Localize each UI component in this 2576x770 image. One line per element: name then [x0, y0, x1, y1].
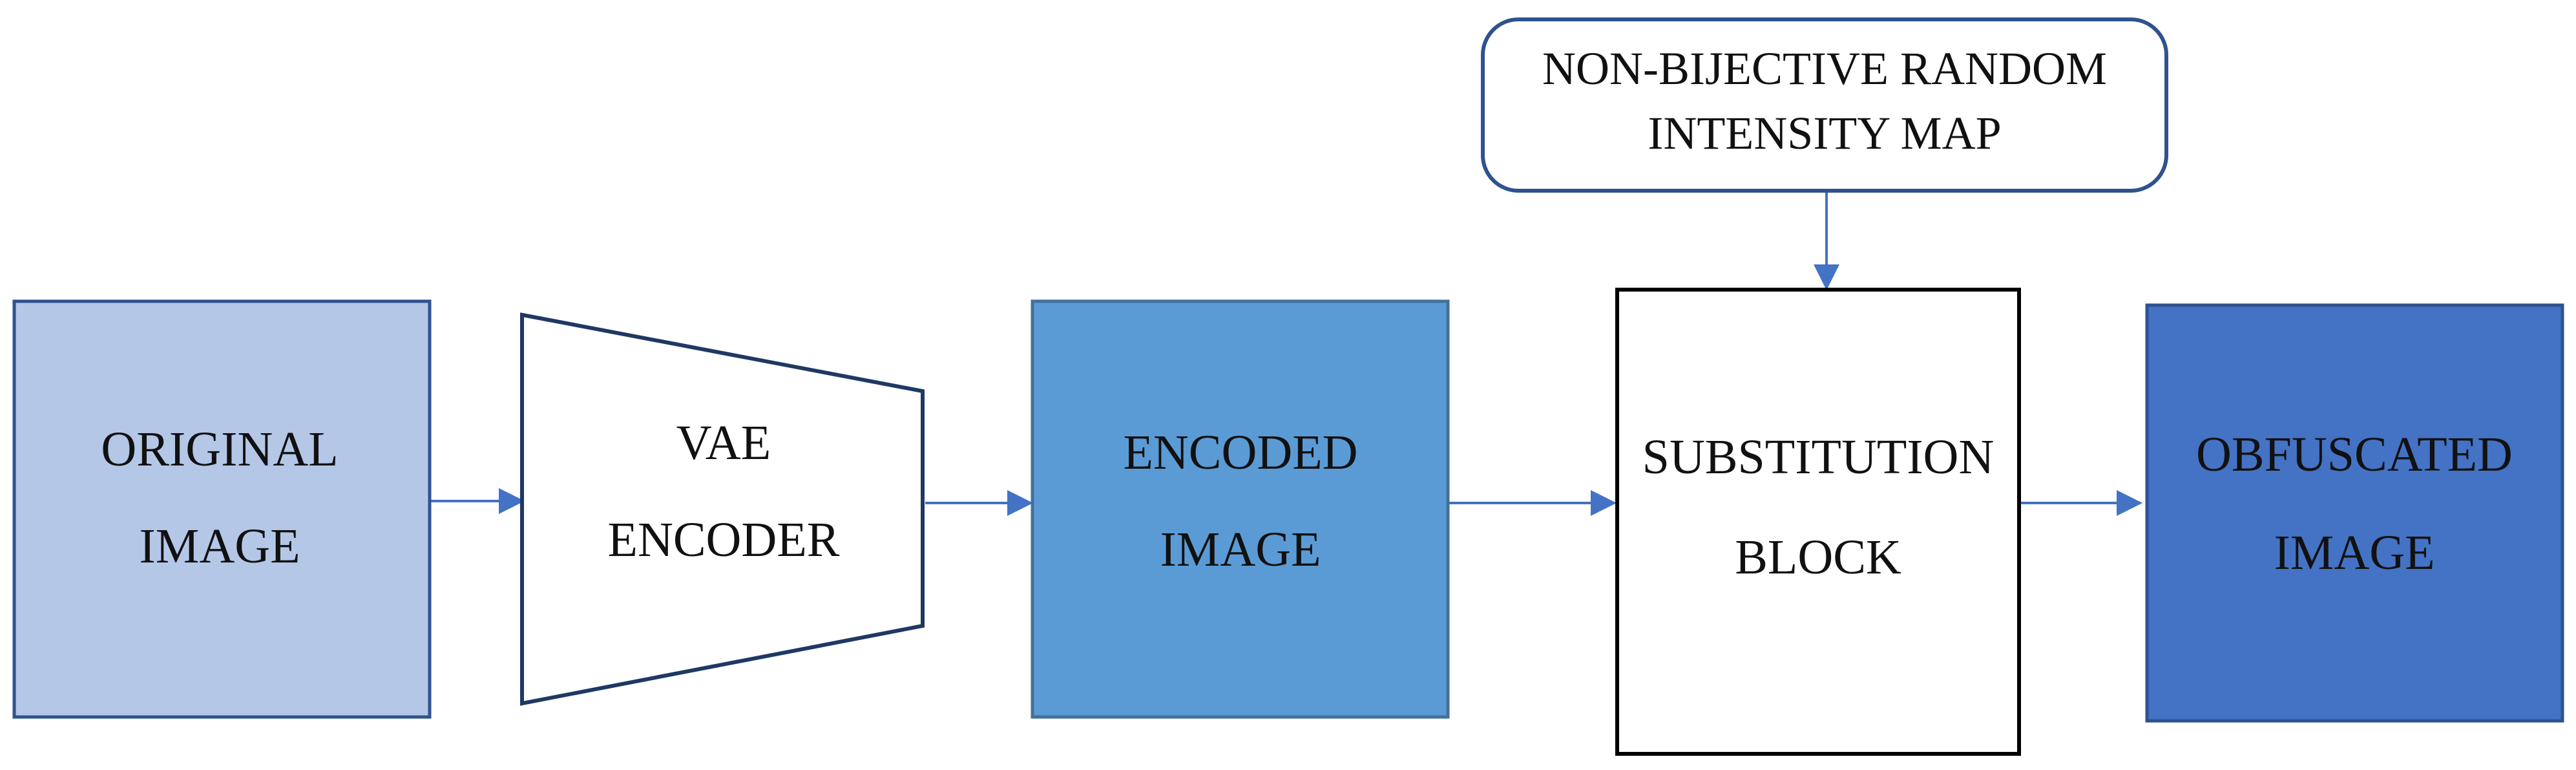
substitution-block-node: SUBSTITUTION BLOCK — [1615, 288, 2021, 756]
substitution-block-label-line1: SUBSTITUTION — [1642, 430, 1995, 484]
original-image-node: ORIGINAL IMAGE — [12, 299, 432, 719]
vae-encoder-label-line1: VAE — [676, 416, 771, 470]
original-image-label-line2: IMAGE — [139, 519, 300, 573]
intensity-map-node: NON-BIJECTIVE RANDOM INTENSITY MAP — [1481, 17, 2168, 193]
encoded-image-node: ENCODED IMAGE — [1031, 299, 1450, 719]
vae-encoder-trapezoid — [520, 312, 925, 706]
original-image-label-line1: ORIGINAL — [101, 422, 338, 476]
vae-encoder-node: VAE ENCODER — [520, 312, 925, 706]
substitution-block-box — [1615, 288, 2021, 756]
intensity-map-label-line2: INTENSITY MAP — [1648, 107, 2001, 159]
obfuscated-image-node: OBFUSCATED IMAGE — [2145, 303, 2564, 723]
vae-encoder-label-line2: ENCODER — [608, 513, 840, 567]
encoded-image-label-line1: ENCODED — [1123, 425, 1357, 480]
original-image-box — [12, 299, 432, 719]
obfuscated-image-label-line1: OBFUSCATED — [2196, 427, 2513, 482]
connectors — [430, 191, 2142, 516]
obfuscated-image-box — [2145, 303, 2564, 723]
obfuscated-image-label-line2: IMAGE — [2274, 526, 2435, 580]
encoded-image-label-line2: IMAGE — [1160, 522, 1321, 577]
substitution-block-label-line2: BLOCK — [1735, 530, 1901, 584]
intensity-map-label-line1: NON-BIJECTIVE RANDOM — [1542, 43, 2107, 94]
intensity-map-box — [1481, 17, 2168, 193]
encoded-image-box — [1031, 299, 1450, 719]
